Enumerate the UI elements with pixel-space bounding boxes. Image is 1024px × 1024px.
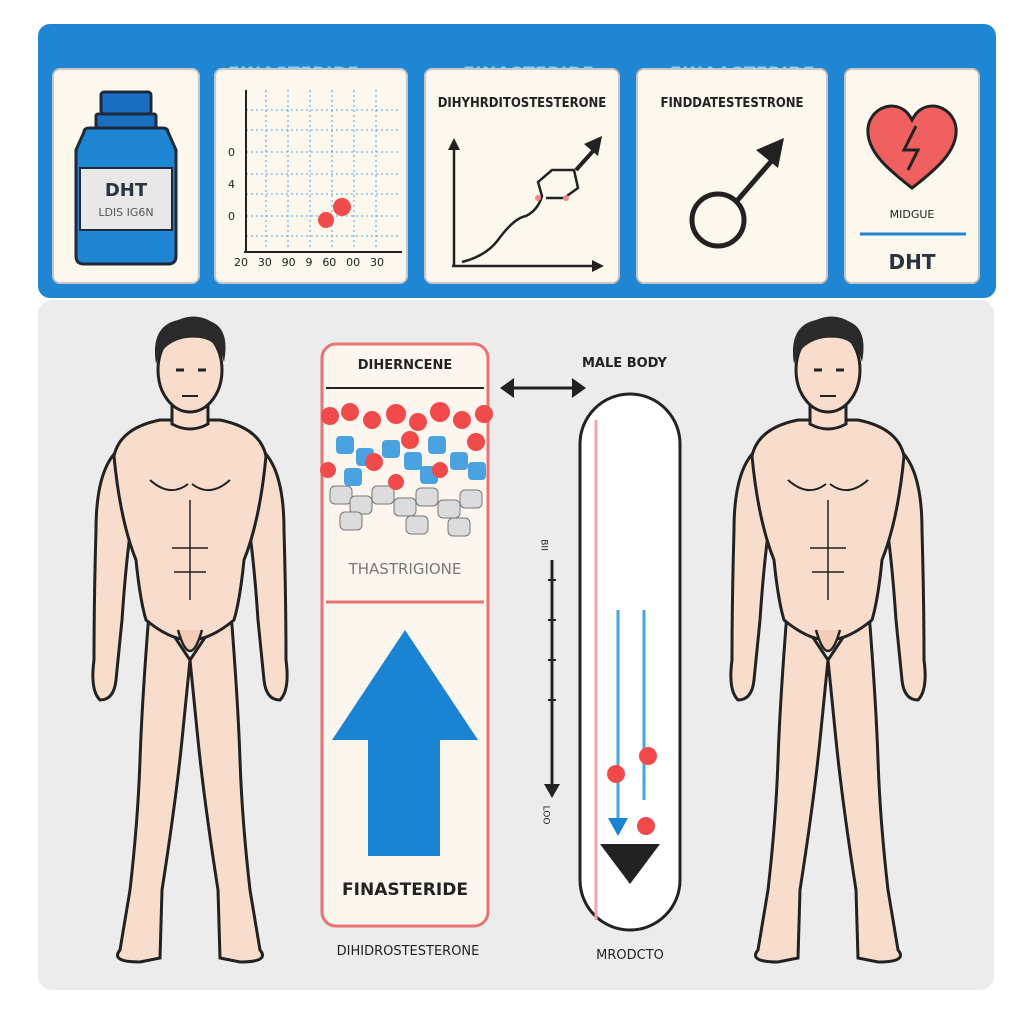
card-scatter: 0 4 0 20 30 90 9 60 00 30 [214, 68, 408, 284]
y-tick-label: 4 [228, 178, 235, 191]
bottom-caption: DIHIDROSTESTERONE [336, 944, 480, 959]
scale-top-label: BII [538, 539, 549, 551]
y-tick-label: 0 [228, 210, 235, 223]
male-figure-left [91, 314, 289, 964]
y-tick-label: 0 [228, 146, 235, 159]
heart-caption: MIDGUE [889, 208, 935, 221]
male-figure-right [729, 314, 927, 964]
bottle-icon [74, 90, 178, 266]
growth-curve-diagram [448, 136, 604, 272]
scatter-point [333, 198, 351, 216]
bottle-sublabel: LDIS IG6N [98, 206, 154, 219]
x-tick-label: 00 [346, 256, 361, 269]
male-body-label: MALE BODY [582, 356, 667, 371]
card-male-symbol: FINDDATESTESTRONE [636, 68, 828, 284]
scatter-point [318, 212, 334, 228]
x-tick-label: 60 [322, 256, 337, 269]
top-banner: FINASTERIDE FINASTERIDE FINAASTERIDE DHT… [38, 24, 996, 298]
up-arrow-icon [332, 630, 478, 856]
x-tick-labels: 20 30 90 9 60 00 30 [234, 256, 384, 269]
heart-icon [860, 104, 966, 236]
card-bottle: DHT LDIS IG6N [52, 68, 200, 284]
card-heart: MIDGUE DHT [844, 68, 980, 284]
x-tick-label: 20 [234, 256, 248, 269]
male-body-gauge [578, 392, 682, 932]
arrow-label: FINASTERIDE [342, 880, 468, 900]
gauge-bottom-caption: MRODCTO [596, 948, 664, 963]
card-growth-title: DIHYHRDITOSTESTERONE [437, 96, 607, 111]
bottle-label: DHT [104, 180, 148, 201]
molecule-cluster [320, 402, 493, 537]
x-tick-label: 9 [305, 256, 313, 269]
molecule-caption: THASTRIGIONE [348, 560, 462, 578]
down-triangle-icon [600, 844, 660, 884]
scale-bottom-label: LOO [540, 805, 551, 825]
card-growth: DIHYHRDITOSTESTERONE [424, 68, 620, 284]
mini-scatter-plot [244, 90, 402, 253]
heart-label: DHT [888, 250, 936, 274]
male-symbol-icon [689, 138, 784, 249]
x-tick-label: 30 [369, 256, 384, 269]
x-tick-label: 30 [257, 256, 272, 269]
card-male-title: FINDDATESTESTRONE [660, 96, 804, 111]
column-title: DIHERNCENE [357, 358, 453, 373]
x-tick-label: 90 [281, 256, 296, 269]
